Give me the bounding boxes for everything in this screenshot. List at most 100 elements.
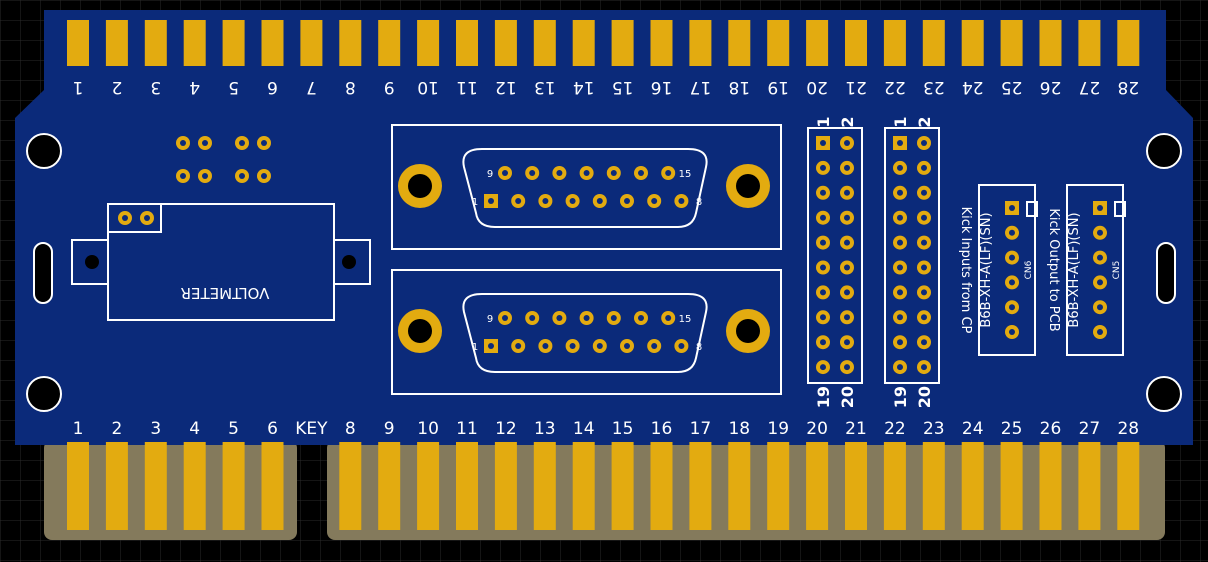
header-pin-label: 1 bbox=[814, 116, 833, 127]
db15-mount-hole bbox=[736, 319, 760, 343]
db15-pin-hole bbox=[583, 315, 590, 321]
bottom-pin-label: 23 bbox=[923, 419, 945, 439]
top-finger bbox=[378, 20, 401, 66]
bottom-pin-label: 9 bbox=[384, 419, 395, 439]
bottom-pin-label: 26 bbox=[1040, 419, 1062, 439]
top-pin-label: 19 bbox=[767, 77, 789, 97]
bottom-finger bbox=[961, 442, 984, 530]
db15-pin-hole bbox=[542, 198, 549, 204]
header-pin-hole bbox=[820, 164, 826, 171]
top-finger bbox=[1117, 20, 1140, 66]
bottom-finger bbox=[1000, 442, 1023, 530]
db15-pin-hole bbox=[596, 198, 603, 204]
bottom-pin-label: 21 bbox=[845, 419, 867, 439]
header-pin-hole bbox=[820, 289, 826, 296]
db15-pin-hole bbox=[502, 315, 508, 321]
cn5-title: Kick Output to PCB bbox=[1046, 208, 1061, 331]
cn5-outline bbox=[1066, 184, 1124, 356]
db15-pin-hole bbox=[678, 343, 685, 349]
top-pin-label: 27 bbox=[1079, 77, 1101, 97]
top-finger bbox=[883, 20, 906, 66]
db15-mount-hole bbox=[408, 174, 432, 198]
header-pin-hole bbox=[897, 314, 903, 321]
header-pin-label: 2 bbox=[838, 116, 857, 127]
small-pad-hole bbox=[202, 173, 208, 179]
top-pin-label: 7 bbox=[306, 77, 317, 97]
header-pin-hole bbox=[844, 314, 850, 321]
small-pad-hole bbox=[180, 173, 186, 179]
bottom-finger bbox=[494, 442, 517, 530]
top-finger bbox=[1000, 20, 1023, 66]
cn6-pads bbox=[1005, 201, 1019, 339]
small-pad-hole bbox=[239, 140, 245, 146]
db15-pin-hole bbox=[638, 315, 644, 321]
db15-pin-hole bbox=[651, 198, 658, 204]
header-pin-label: 19 bbox=[891, 386, 910, 408]
bottom-finger bbox=[611, 442, 634, 530]
header-pin-hole bbox=[820, 214, 826, 221]
slot-hole-left bbox=[33, 242, 53, 304]
header-pin-hole bbox=[844, 264, 850, 271]
db15-pin-hole bbox=[502, 170, 508, 176]
bottom-finger bbox=[689, 442, 712, 530]
header-pin-label: 19 bbox=[814, 386, 833, 408]
cn-pin-hole bbox=[1097, 229, 1103, 236]
top-pin-label: 22 bbox=[884, 77, 906, 97]
voltmeter-tab-left bbox=[71, 239, 109, 285]
cn-pin-hole bbox=[1097, 254, 1103, 261]
top-finger bbox=[845, 20, 867, 66]
small-pad-groups bbox=[176, 136, 271, 183]
cn5-pads bbox=[1093, 201, 1107, 339]
header-pin-hole bbox=[897, 264, 903, 271]
header-pin-hole bbox=[820, 364, 826, 371]
db15-shell-outline bbox=[462, 148, 708, 228]
bottom-edge-fingers bbox=[67, 442, 1140, 530]
top-finger bbox=[1039, 20, 1062, 66]
cn5-notch bbox=[1114, 201, 1126, 217]
voltmeter-tab-right bbox=[333, 239, 371, 285]
bottom-pin-label: 11 bbox=[456, 419, 478, 439]
db15-pin-hole bbox=[583, 170, 590, 176]
cn-pin-hole bbox=[1097, 279, 1103, 286]
bottom-finger bbox=[339, 442, 362, 530]
cn-pin-hole bbox=[1097, 329, 1103, 335]
voltmeter-tab-hole-right bbox=[342, 255, 356, 269]
db15-pin-hole bbox=[665, 315, 672, 321]
header-pin-hole bbox=[820, 239, 826, 246]
bottom-finger bbox=[222, 442, 245, 530]
header-pin-hole bbox=[897, 364, 903, 371]
bottom-pin-label: 27 bbox=[1079, 419, 1101, 439]
top-pin-label: 24 bbox=[962, 77, 984, 97]
top-finger bbox=[767, 20, 790, 66]
bottom-finger bbox=[845, 442, 867, 530]
header-pin-hole bbox=[820, 140, 826, 146]
db15-pin-hole bbox=[596, 343, 603, 349]
top-pin-label: 20 bbox=[806, 77, 828, 97]
header-pin-hole bbox=[921, 239, 927, 246]
header-outline bbox=[807, 127, 863, 384]
bottom-pin-label: 5 bbox=[228, 419, 239, 439]
mounting-hole-top-left bbox=[26, 133, 62, 169]
db15-shell-outline bbox=[462, 293, 708, 373]
db15-mount-hole bbox=[736, 174, 760, 198]
top-finger bbox=[105, 20, 128, 66]
header-pin-hole bbox=[844, 289, 850, 296]
db15-pin-hole bbox=[569, 198, 576, 204]
small-pad-hole bbox=[239, 173, 245, 179]
mounting-hole-top-right bbox=[1146, 133, 1182, 169]
mounting-hole-bottom-right bbox=[1146, 376, 1182, 412]
header-pin-hole bbox=[921, 289, 927, 296]
header-pin-label: 2 bbox=[915, 116, 934, 127]
top-finger bbox=[728, 20, 751, 66]
top-finger bbox=[261, 20, 284, 66]
top-finger bbox=[961, 20, 984, 66]
bottom-pin-label: 13 bbox=[534, 419, 556, 439]
top-finger bbox=[611, 20, 634, 66]
bottom-finger bbox=[1039, 442, 1062, 530]
bottom-finger bbox=[806, 442, 829, 530]
cn-pin-hole bbox=[1097, 304, 1103, 311]
small-pad-hole bbox=[261, 173, 267, 179]
db15-pin-label: 15 bbox=[679, 314, 692, 325]
